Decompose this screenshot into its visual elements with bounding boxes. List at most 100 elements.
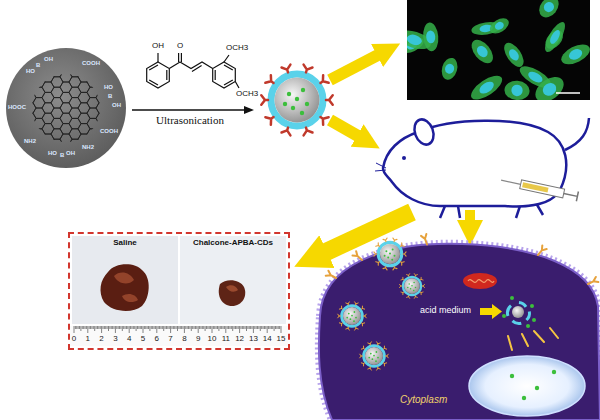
ruler-tick [143, 326, 144, 333]
ligand-y [320, 117, 328, 125]
mouse-body [383, 121, 566, 207]
ruler-tick [228, 326, 229, 329]
ruler-tick [100, 326, 101, 329]
ruler-tick [205, 326, 206, 331]
ruler-tick [78, 326, 79, 329]
ruler-tick [129, 326, 130, 333]
ruler-tick [209, 326, 210, 329]
functional-group: OH [112, 102, 121, 108]
ruler-tick [195, 326, 196, 329]
ruler-tick [202, 326, 203, 329]
functional-group: HO [104, 84, 113, 90]
ruler-tick [118, 326, 119, 329]
ruler-tick [141, 326, 142, 329]
ligand-y [386, 354, 389, 358]
drug-dot [300, 111, 304, 115]
drug-dot [415, 287, 417, 289]
ruler-tick [213, 326, 214, 329]
hexagon-ring [87, 77, 99, 87]
ruler-tick [223, 326, 224, 329]
ruler-tick [123, 326, 124, 329]
ruler-tick [272, 326, 273, 329]
ligand-y [383, 238, 387, 242]
ruler-number: 14 [263, 335, 272, 343]
ruler-tick [279, 326, 280, 329]
cell-nucleus [507, 47, 521, 62]
drug-dot [372, 358, 374, 360]
particle-shell [271, 74, 323, 126]
ruler-tick [93, 326, 94, 329]
ruler-number: 12 [235, 335, 244, 343]
ring-double-bonds [149, 65, 167, 85]
benzene-ring [147, 62, 170, 88]
drug-in-nucleus [522, 396, 526, 400]
ruler-tick [256, 326, 257, 329]
functional-group: HOOC [8, 104, 26, 110]
stained-cell [487, 15, 511, 36]
ruler-tick [200, 326, 201, 329]
nanoparticle [261, 65, 332, 136]
ruler-tick [97, 326, 98, 329]
ruler-tick [155, 326, 156, 329]
yellow-arrow [330, 55, 378, 80]
stained-cells [407, 0, 590, 100]
ruler-tick [126, 326, 127, 329]
ruler-tick [115, 326, 116, 333]
mouse-whiskers [375, 163, 386, 171]
ruler-tick [116, 326, 117, 329]
ruler-number: 15 [277, 335, 286, 343]
cell-cytoskeleton [422, 22, 439, 52]
receptor-y [326, 271, 336, 278]
cell-nucleus [526, 69, 544, 84]
drug-dot [350, 318, 352, 320]
graphene-lattice [24, 61, 108, 155]
ruler-tick [112, 326, 113, 329]
ruler-tick [234, 326, 235, 329]
drug-dot [295, 97, 299, 101]
ruler-number: 9 [196, 335, 200, 343]
drug-dot [394, 255, 396, 257]
ruler-tick [170, 326, 171, 333]
ligand-y [361, 306, 364, 309]
drug-dot [387, 257, 389, 259]
ruler-tick [107, 326, 108, 329]
drug-dot [391, 259, 393, 261]
mouse-tail [565, 118, 589, 150]
reaction-arrow [132, 109, 244, 110]
cell-membrane [319, 244, 600, 420]
receptor-y [352, 251, 362, 260]
hexagon-ring [96, 92, 108, 102]
ruler-tick [276, 326, 277, 329]
ruler-tick [207, 326, 208, 329]
drug-in-nucleus [535, 386, 539, 390]
ruler-tick [137, 326, 138, 329]
ruler-tick [101, 326, 102, 333]
shell-fragment [525, 311, 531, 321]
ruler-tick [189, 326, 190, 329]
ruler-tick [80, 326, 81, 331]
ligand-y [364, 314, 367, 318]
ruler-tick [85, 326, 86, 329]
ruler-tick [210, 326, 211, 329]
nanoparticle [338, 302, 367, 330]
drug-dot [354, 311, 356, 313]
ligand-y [355, 327, 359, 330]
ruler-tick [264, 326, 265, 329]
ligand-y [265, 75, 273, 83]
drug-dot [375, 360, 377, 362]
ligand-y [414, 296, 417, 299]
ruler-tick [278, 326, 279, 329]
ruler-tick [183, 326, 184, 329]
chem-label: O [177, 42, 183, 50]
ruler-tick [212, 326, 213, 333]
drug-dot [301, 88, 305, 92]
ligand-y [400, 284, 402, 287]
ruler-tick [216, 326, 217, 329]
ruler-tick [174, 326, 175, 329]
ruler-tick [86, 326, 87, 329]
drug-dot [355, 317, 357, 319]
functional-group: OH [66, 150, 75, 156]
drug-dot [411, 285, 413, 287]
node-text: Chalcone-APBA-CDs [193, 239, 273, 248]
ruler-tick [98, 326, 99, 329]
